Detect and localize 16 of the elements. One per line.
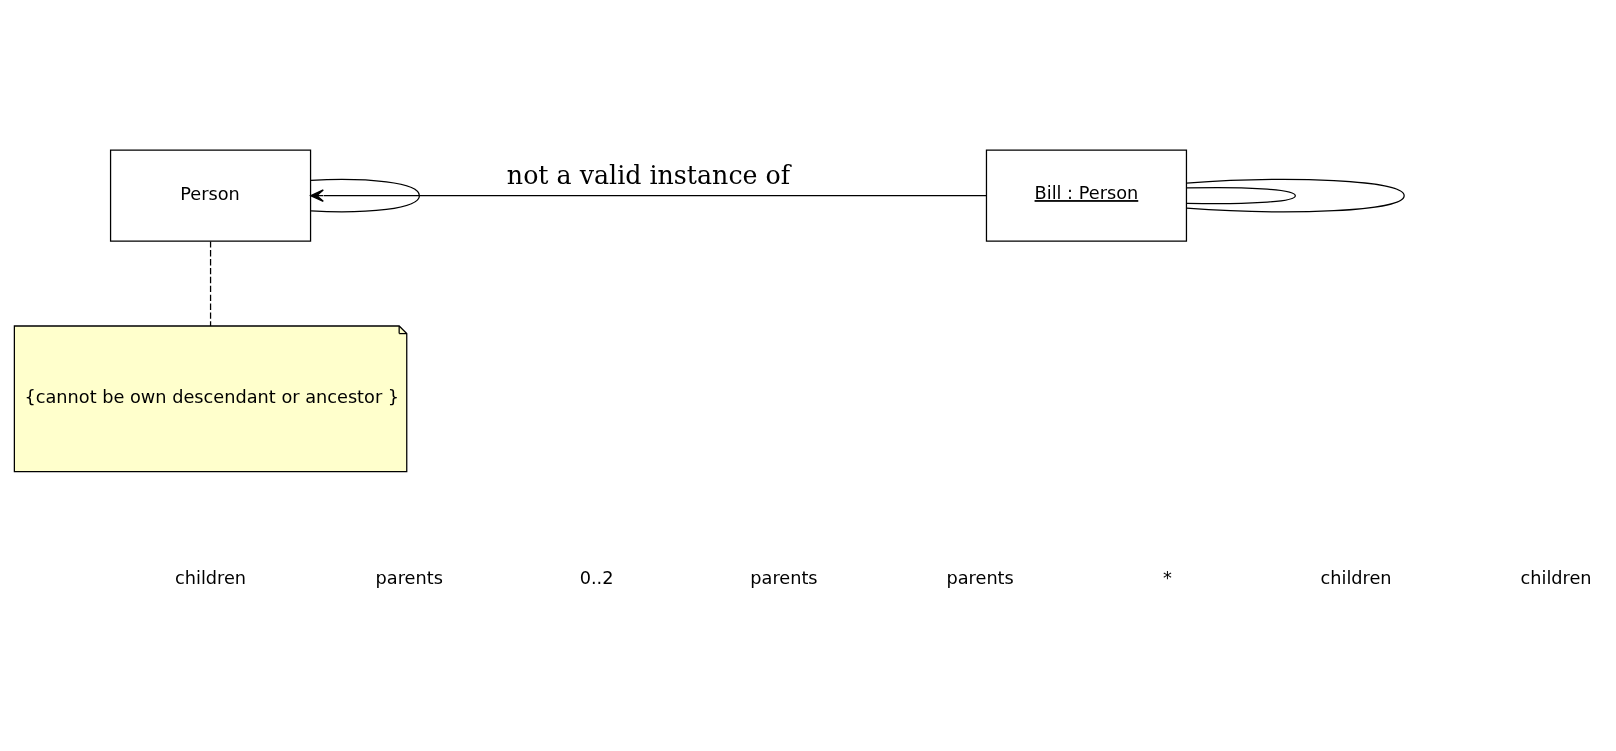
label: parents xyxy=(946,567,1014,588)
edge-label: not a valid instance of xyxy=(506,160,791,190)
node-box: Person xyxy=(109,148,312,242)
label: children xyxy=(1320,567,1392,588)
label: * xyxy=(1163,567,1172,588)
label: parents xyxy=(750,567,818,588)
label: children xyxy=(175,567,247,588)
connector xyxy=(1185,178,1405,212)
connector xyxy=(310,178,421,212)
connector xyxy=(1186,186,1296,204)
node-box: Bill : Person xyxy=(985,148,1188,242)
label: children xyxy=(1520,567,1592,588)
arrow xyxy=(309,188,987,202)
connector xyxy=(209,240,212,327)
label: 0..2 xyxy=(579,567,614,588)
label: parents xyxy=(375,567,443,588)
